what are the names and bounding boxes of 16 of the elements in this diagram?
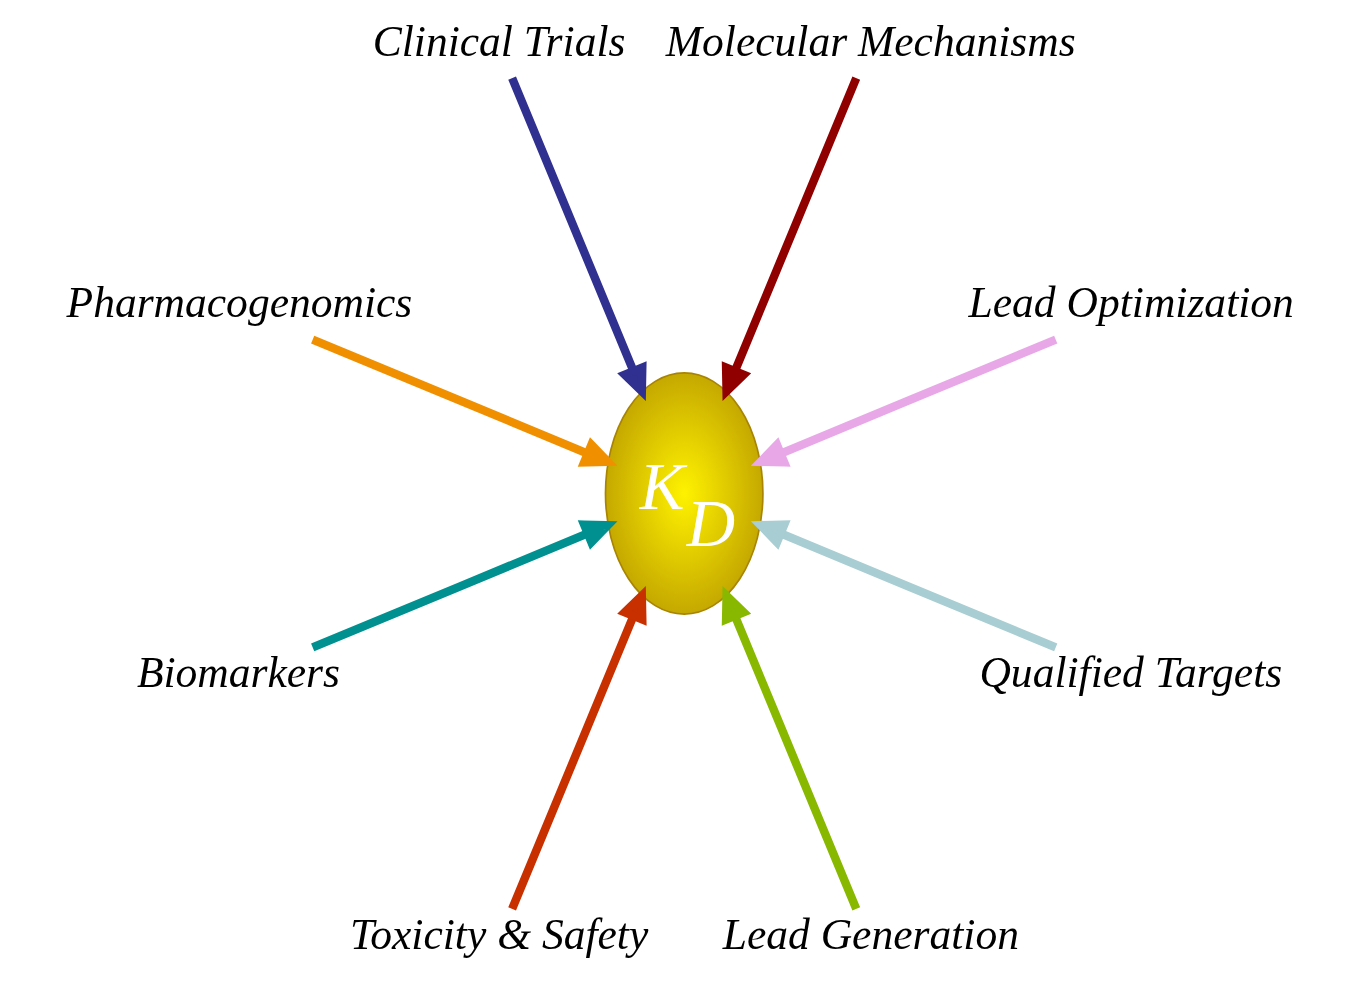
node-text: Toxicity & Safety bbox=[349, 909, 648, 958]
node-text: Lead Generation bbox=[722, 909, 1019, 958]
node-text: Clinical Trials bbox=[372, 16, 625, 65]
arrow bbox=[310, 335, 617, 467]
node-text: Qualified Targets bbox=[978, 647, 1282, 696]
node-text: Molecular Mechanisms bbox=[665, 16, 1076, 65]
arrow bbox=[721, 76, 860, 401]
node-text: Pharmacogenomics bbox=[66, 277, 412, 326]
node-text: Lead Optimization bbox=[968, 277, 1294, 326]
arrow bbox=[507, 585, 647, 910]
node-text: Biomarkers bbox=[136, 647, 340, 696]
arrow bbox=[750, 335, 1057, 467]
arrow bbox=[507, 76, 647, 401]
arrow bbox=[721, 585, 860, 910]
arrow bbox=[310, 519, 617, 651]
arrow bbox=[750, 519, 1057, 651]
